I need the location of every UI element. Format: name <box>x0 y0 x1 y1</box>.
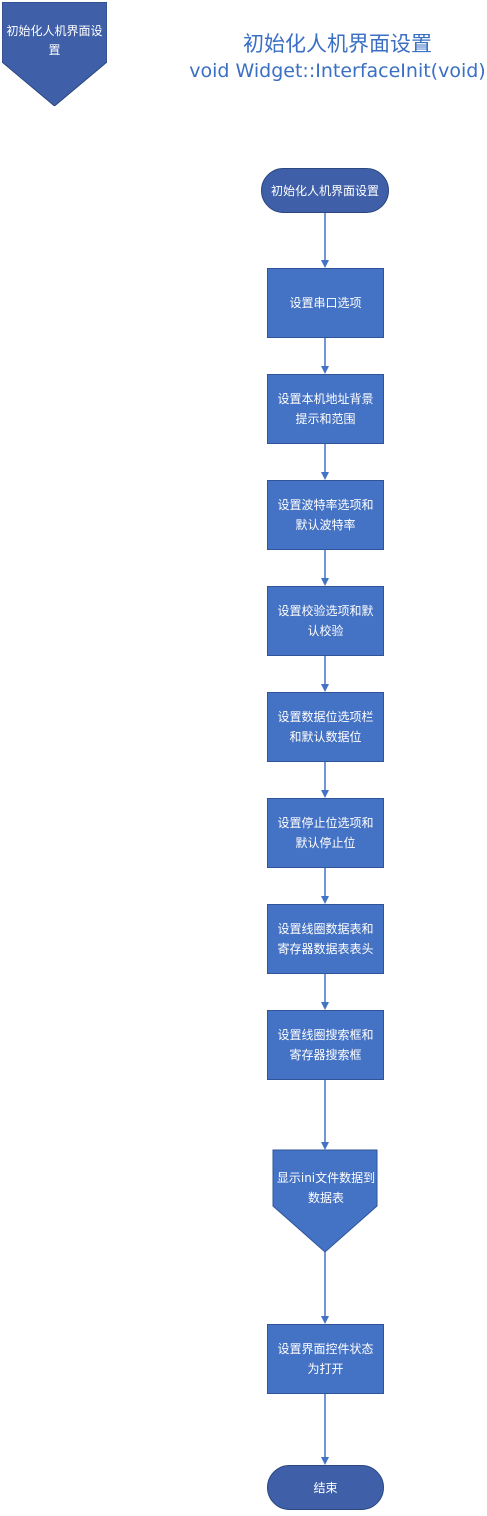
step-control-state: 设置界面控件状态为打开 <box>267 1324 384 1394</box>
display-label: 显示ini文件数据到数据表 <box>276 1171 376 1205</box>
page-title: 初始化人机界面设置 <box>243 32 432 56</box>
off-page-connector-label: 初始化人机界面设置 <box>6 24 103 57</box>
display-shape <box>272 1149 378 1253</box>
step-table-headers: 设置线圈数据表和寄存器数据表表头 <box>267 904 384 974</box>
page-subtitle: void Widget::InterfaceInit(void) <box>189 60 486 82</box>
step-parity: 设置校验选项和默认校验 <box>267 586 384 656</box>
off-page-connector <box>2 2 107 106</box>
step-serial-options: 设置串口选项 <box>267 268 384 338</box>
step-search-boxes: 设置线圈搜索框和寄存器搜索框 <box>267 1010 384 1080</box>
step-local-address: 设置本机地址背景提示和范围 <box>267 374 384 444</box>
start-terminal: 初始化人机界面设置 <box>261 168 389 213</box>
step-baud-rate: 设置波特率选项和默认波特率 <box>267 480 384 550</box>
step-data-bits: 设置数据位选项栏和默认数据位 <box>267 692 384 762</box>
end-terminal: 结束 <box>267 1465 384 1510</box>
step-stop-bits: 设置停止位选项和默认停止位 <box>267 798 384 868</box>
